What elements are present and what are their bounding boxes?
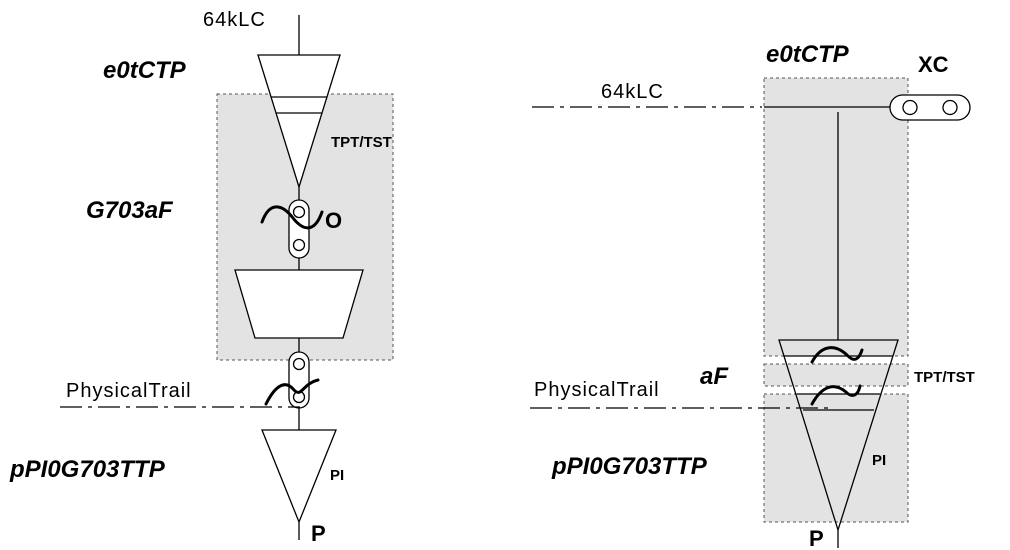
left-trail-wave-icon [264,378,320,406]
right-p-label: P [809,526,824,550]
right-shaded-upper [763,77,909,357]
right-ttp-triangle [778,339,899,533]
left-adapt-wave-icon [260,205,324,230]
right-af-label: aF [700,363,729,390]
left-ttp-triangle [261,429,337,524]
right-af-wave-icon-1 [810,346,864,364]
right-pi-label: PI [872,452,886,469]
right-term-label: e0tCTP [766,41,850,68]
left-tpt-label: TPT/TST [331,134,392,151]
left-adapt-port-2 [292,238,306,252]
left-term-label: e0tCTP [103,57,187,84]
right-top-label: 64kLC [601,81,664,103]
left-ctp-triangle [257,54,341,190]
left-trail-label: PhysicalTrail [66,380,192,402]
right-ttp-label: pPI0G703TTP [551,453,708,480]
right-xc-label: XC [918,52,949,77]
right-diagram: e0tCTP XC 64kLC aF TPT/TST PhysicalTrail… [530,41,975,550]
left-pi-label: PI [330,467,344,484]
left-trail-port-1 [292,357,306,371]
right-shaded-band [763,363,909,387]
left-trapezoid [234,269,364,339]
left-top-label: 64kLC [203,9,266,31]
right-xc-port-1 [902,99,918,116]
left-o-label: O [325,208,342,233]
left-p-label: P [311,521,326,546]
right-shaded-lower [763,393,909,523]
right-af-wave-icon-2 [810,384,862,406]
right-tpt-label: TPT/TST [914,369,975,386]
left-adapt-label: G703aF [86,197,174,224]
right-xc-port-2 [942,99,958,116]
left-diagram: 64kLC e0tCTP TPT/TST G703aF O PhysicalTr… [9,9,394,546]
left-adapt-port-1 [292,205,306,219]
right-trail-label: PhysicalTrail [534,379,660,401]
left-ttp-label: pPI0G703TTP [9,456,166,483]
right-xc-capsule [889,94,971,121]
